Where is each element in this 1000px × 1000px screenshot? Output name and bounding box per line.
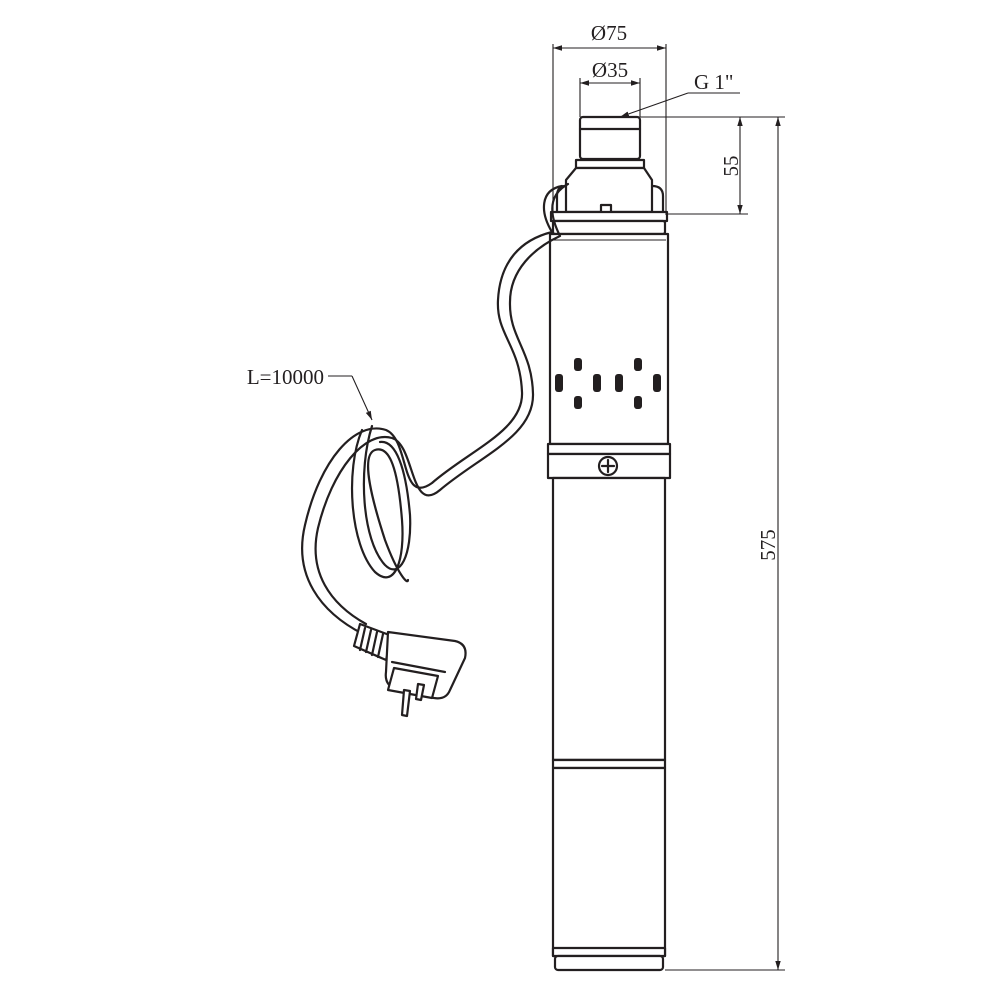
dimension-cable-length: L=10000 (247, 365, 373, 421)
dimension-outer-diameter: Ø75 (552, 21, 667, 215)
cable-length-label: L=10000 (247, 365, 324, 389)
head-ring (551, 219, 667, 236)
pump-body (546, 115, 672, 972)
slot (634, 396, 642, 409)
slot (555, 374, 563, 392)
slot (574, 358, 582, 371)
motor-ring (551, 758, 667, 770)
plug-face (386, 666, 440, 700)
slot (593, 374, 601, 392)
outlet-pipe (578, 115, 642, 161)
head-flange (549, 210, 669, 223)
bottom-ring (551, 946, 667, 958)
power-cable (301, 182, 570, 636)
cable-coil (350, 428, 410, 583)
intake-section (548, 232, 670, 446)
dimension-inner-diameter: Ø35 (579, 58, 641, 117)
slot (615, 374, 623, 392)
dimension-outlet-height: 55 (640, 116, 785, 215)
plug-pin (400, 688, 412, 718)
power-plug (352, 622, 467, 718)
thread-label: G 1" (694, 70, 734, 94)
inner-diameter-label: Ø35 (592, 58, 628, 82)
plug-pin (414, 682, 426, 702)
lower-section (551, 766, 667, 958)
intake-slots (555, 358, 661, 409)
total-height-label: 575 (756, 529, 780, 561)
outlet-height-label: 55 (719, 156, 743, 177)
outer-diameter-label: Ø75 (591, 21, 627, 45)
dimension-thread: G 1" (619, 70, 740, 118)
outlet-collar (574, 158, 646, 170)
slot (653, 374, 661, 392)
bottom-cap (553, 954, 665, 972)
slot (634, 358, 642, 371)
dimension-total-height: 575 (665, 117, 785, 971)
slot (574, 396, 582, 409)
motor-section (551, 476, 667, 762)
coupling-ring (546, 442, 672, 456)
